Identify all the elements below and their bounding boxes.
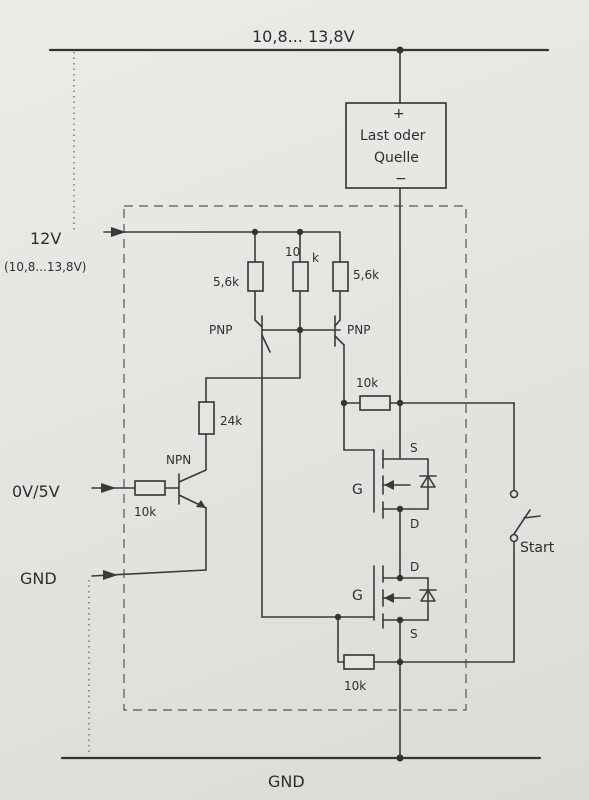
pnp-right-label: PNP (347, 323, 370, 337)
junction-dot (396, 574, 404, 582)
resistor-10k-bottom (343, 654, 375, 670)
r-24k-label: 24k (220, 414, 242, 428)
arrow-12v (111, 227, 126, 237)
switch-contact-top (509, 489, 519, 499)
junction-dot (396, 754, 404, 762)
junction-dot (396, 505, 404, 513)
npn-label: NPN (166, 453, 191, 467)
junction-dot (251, 228, 259, 236)
gnd-bottom-label: GND (268, 772, 305, 791)
fet2-g-label: G (352, 588, 363, 604)
npn-collector (178, 469, 207, 483)
input-0v5v-label: 0V/5V (12, 482, 60, 501)
load-plus-label: + (393, 106, 405, 122)
junction-dot (396, 658, 404, 666)
load-minus-label: − (395, 171, 407, 187)
junction-dot (296, 326, 304, 334)
pnp-right-emitter (334, 319, 341, 327)
arrow-gnd (103, 570, 118, 580)
resistor-10k-top (359, 395, 391, 411)
fet2-s-label: S (410, 627, 418, 641)
fet1-d-label: D (410, 517, 419, 531)
junction-dot (396, 46, 404, 54)
r-10k-top-label: 10k (356, 376, 378, 390)
pnp-right-collector (334, 335, 345, 346)
r-mid-unit-label: k (312, 251, 319, 265)
r-right-label: 5,6k (353, 268, 379, 282)
gnd-input-label: GND (20, 569, 57, 588)
upper-body-diode (420, 475, 436, 488)
switch-contact-bottom (509, 533, 519, 543)
supply-voltage-label: 10,8... 13,8V (252, 27, 355, 46)
resistor-10k-input (134, 480, 166, 496)
junction-dot (296, 228, 304, 236)
start-switch-label: Start (520, 540, 555, 556)
load-source-box (345, 102, 447, 189)
junction-dot (396, 616, 404, 624)
resistor-10k-mid (292, 261, 309, 292)
junction-dot (340, 399, 348, 407)
junction-dot (396, 399, 404, 407)
fet2-d-label: D (410, 560, 419, 574)
load-label-line2: Quelle (374, 150, 419, 166)
module-boundary (123, 205, 467, 711)
pnp-left-emitter (254, 319, 263, 328)
resistor-5k6-left (247, 261, 264, 292)
pnp-left-collector (261, 334, 271, 353)
arrow-0v5v (101, 483, 116, 493)
lower-fet-arrow (384, 593, 394, 603)
r-10k-input-label: 10k (134, 505, 156, 519)
upper-fet-arrow (384, 480, 394, 490)
load-label-line1: Last oder (360, 128, 426, 144)
resistor-5k6-right (332, 261, 349, 292)
fet1-g-label: G (352, 482, 363, 498)
pnp-left-label: PNP (209, 323, 232, 337)
r-10k-bottom-label: 10k (344, 679, 366, 693)
fet1-s-label: S (410, 441, 418, 455)
junction-dot (334, 613, 342, 621)
r-left-label: 5,6k (213, 275, 239, 289)
r-mid-value-label: 10 (285, 245, 300, 259)
input-12v-label: 12V (30, 229, 61, 248)
switch-lever (513, 509, 531, 535)
resistor-24k (198, 401, 215, 435)
switch-actuator (523, 515, 541, 519)
input-12v-range-label: (10,8...13,8V) (4, 260, 86, 274)
lower-body-diode (420, 589, 436, 602)
npn-emitter-arrow (196, 500, 206, 508)
